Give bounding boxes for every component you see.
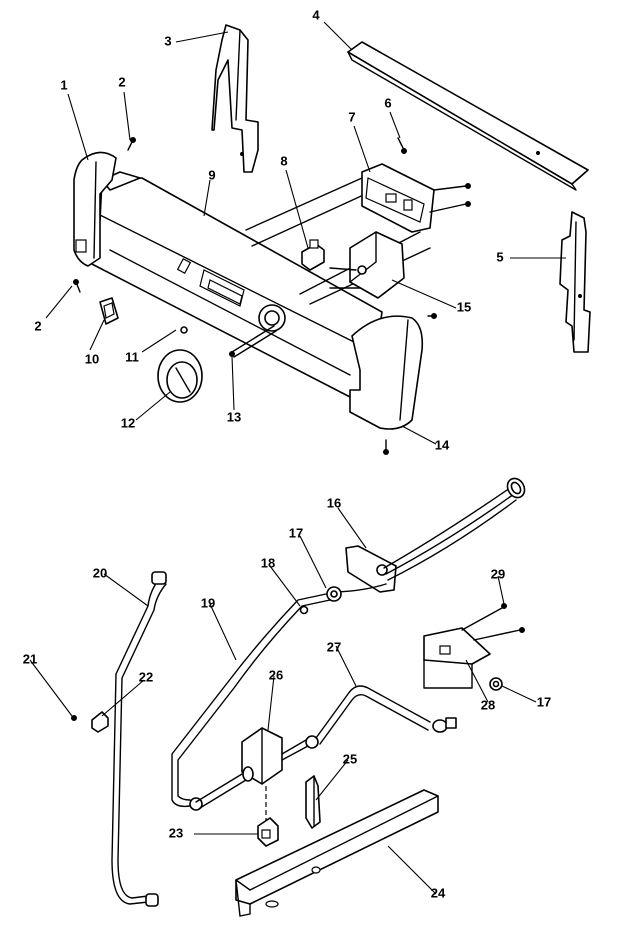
part-28-plate	[423, 603, 525, 689]
callout-15: 15	[457, 299, 471, 314]
part-1-left-end-cap	[73, 151, 117, 267]
callout-7: 7	[348, 109, 355, 124]
callout-13: 13	[227, 409, 241, 424]
part-19-tube	[171, 593, 331, 811]
part-14-right-end-cap	[349, 313, 437, 455]
part-23-clip	[257, 817, 279, 847]
callout-28: 28	[481, 697, 495, 712]
callout-3: 3	[164, 33, 171, 48]
callout-5: 5	[496, 249, 503, 264]
callout-26: 26	[269, 667, 283, 682]
callout-17-lower: 17	[537, 694, 551, 709]
callout-20: 20	[93, 565, 107, 580]
callout-12: 12	[121, 415, 135, 430]
callout-16: 16	[327, 495, 341, 510]
callout-19: 19	[201, 595, 215, 610]
callout-18: 18	[261, 555, 275, 570]
callout-9: 9	[208, 167, 215, 182]
part-16-manifold-bracket	[329, 477, 526, 593]
callout-4: 4	[312, 7, 320, 22]
callout-23: 23	[169, 825, 183, 840]
part-6-screw	[397, 137, 407, 154]
part-17-nut-upper	[326, 586, 342, 602]
part-10-switch	[99, 297, 119, 325]
part-17-nut-lower	[489, 677, 503, 691]
callout-2-top: 2	[118, 74, 125, 89]
part-26-module	[195, 727, 319, 820]
part-2-screw-bottom	[73, 279, 81, 293]
part-5-side-bracket	[559, 211, 591, 353]
part-22-clip	[91, 711, 109, 733]
callout-6: 6	[384, 95, 391, 110]
callout-29: 29	[491, 566, 505, 581]
part-12-knob	[157, 349, 203, 403]
callout-21: 21	[23, 651, 37, 666]
callout-10: 10	[85, 351, 99, 366]
part-11-screw	[180, 326, 188, 334]
part-25-bracket	[305, 775, 321, 829]
callout-labels: 1 2 2 3 4 5 6 7 8 9 10 11 12 13 14 15 16…	[23, 7, 551, 900]
part-21-screw	[71, 715, 77, 721]
part-4-top-trim	[347, 41, 589, 191]
callout-8: 8	[280, 153, 287, 168]
part-20-tube	[111, 571, 167, 907]
callout-22: 22	[139, 669, 153, 684]
callout-24: 24	[431, 885, 446, 900]
callout-17-upper: 17	[289, 525, 303, 540]
callout-14: 14	[435, 437, 450, 452]
callout-11: 11	[125, 349, 139, 364]
callout-27: 27	[327, 639, 341, 654]
part-24-long-bracket	[235, 789, 439, 917]
part-8-switch	[301, 239, 325, 271]
part-3-bracket	[211, 24, 259, 173]
part-15-valve	[329, 231, 405, 299]
part-18-fitting	[299, 605, 309, 615]
callout-25: 25	[343, 751, 357, 766]
part-7-clock-module	[361, 163, 471, 233]
part-2-screw-top	[127, 137, 136, 151]
callout-2-bottom: 2	[34, 318, 41, 333]
callout-1: 1	[60, 77, 67, 92]
leader-lines	[29, 21, 566, 895]
part-27-tube	[315, 685, 457, 745]
